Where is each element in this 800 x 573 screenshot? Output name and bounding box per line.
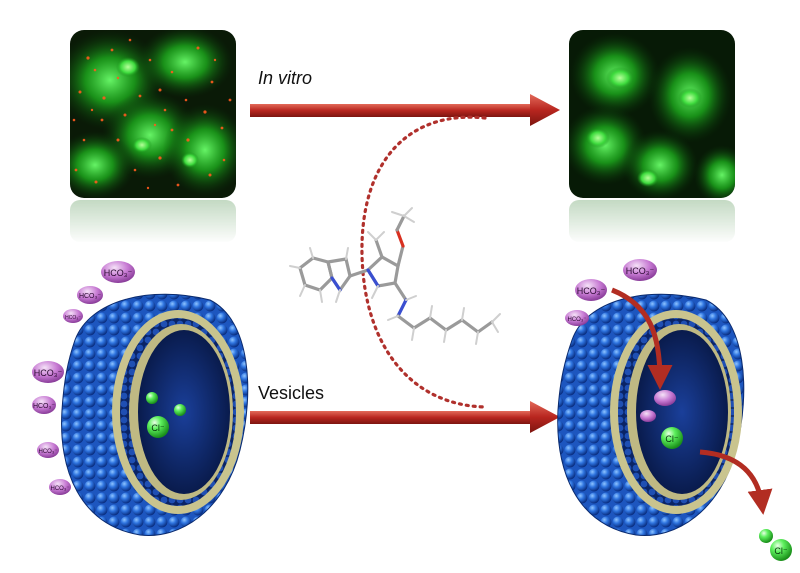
vesicle-cutaway-right: Cl⁻ bbox=[557, 287, 773, 537]
chloride-label-inside-right: Cl⁻ bbox=[665, 434, 678, 444]
bicarbonate-label: HCO₃⁻ bbox=[79, 293, 101, 300]
bicarbonate-bubbles-right: HCO₃⁻ HCO₃⁻ HCO₃⁻ bbox=[565, 259, 657, 326]
bicarbonate-label: HCO₃⁻ bbox=[568, 317, 587, 323]
bicarbonate-label: HCO₃⁻ bbox=[51, 486, 70, 492]
in-vitro-label: In vitro bbox=[258, 68, 313, 88]
bicarbonate-label: HCO₃⁻ bbox=[104, 268, 133, 278]
cell-micrograph-before bbox=[70, 30, 236, 244]
in-vitro-arrow bbox=[250, 94, 560, 126]
chloride-label-large: Cl⁻ bbox=[151, 423, 164, 433]
chloride-ion-large bbox=[147, 416, 169, 438]
dotted-arc bbox=[360, 115, 487, 409]
bicarbonate-label: HCO₃⁻ bbox=[577, 286, 606, 296]
bicarbonate-label: HCO₃⁻ bbox=[34, 368, 63, 378]
bicarbonate-label: HCO₃⁻ bbox=[39, 449, 58, 455]
vesicles-label: Vesicles bbox=[258, 383, 325, 403]
bicarbonate-label: HCO₃⁻ bbox=[33, 403, 55, 410]
bicarbonate-bubbles-left: HCO₃⁻ HCO₃⁻ HCO₃⁻ HCO₃⁻ HCO₃⁻ HCO₃⁻ HCO₃… bbox=[32, 261, 135, 495]
vesicle-cutaway-left: Cl⁻ bbox=[61, 293, 249, 537]
chloride-label-released: Cl⁻ bbox=[774, 546, 787, 556]
chloride-released: Cl⁻ bbox=[759, 529, 792, 561]
vesicles-arrow bbox=[250, 401, 560, 433]
bicarbonate-label: HCO₃⁻ bbox=[626, 266, 655, 276]
transporter-molecule-icon bbox=[289, 207, 501, 345]
bicarbonate-label: HCO₃⁻ bbox=[65, 315, 81, 321]
cell-micrograph-after bbox=[569, 30, 735, 244]
